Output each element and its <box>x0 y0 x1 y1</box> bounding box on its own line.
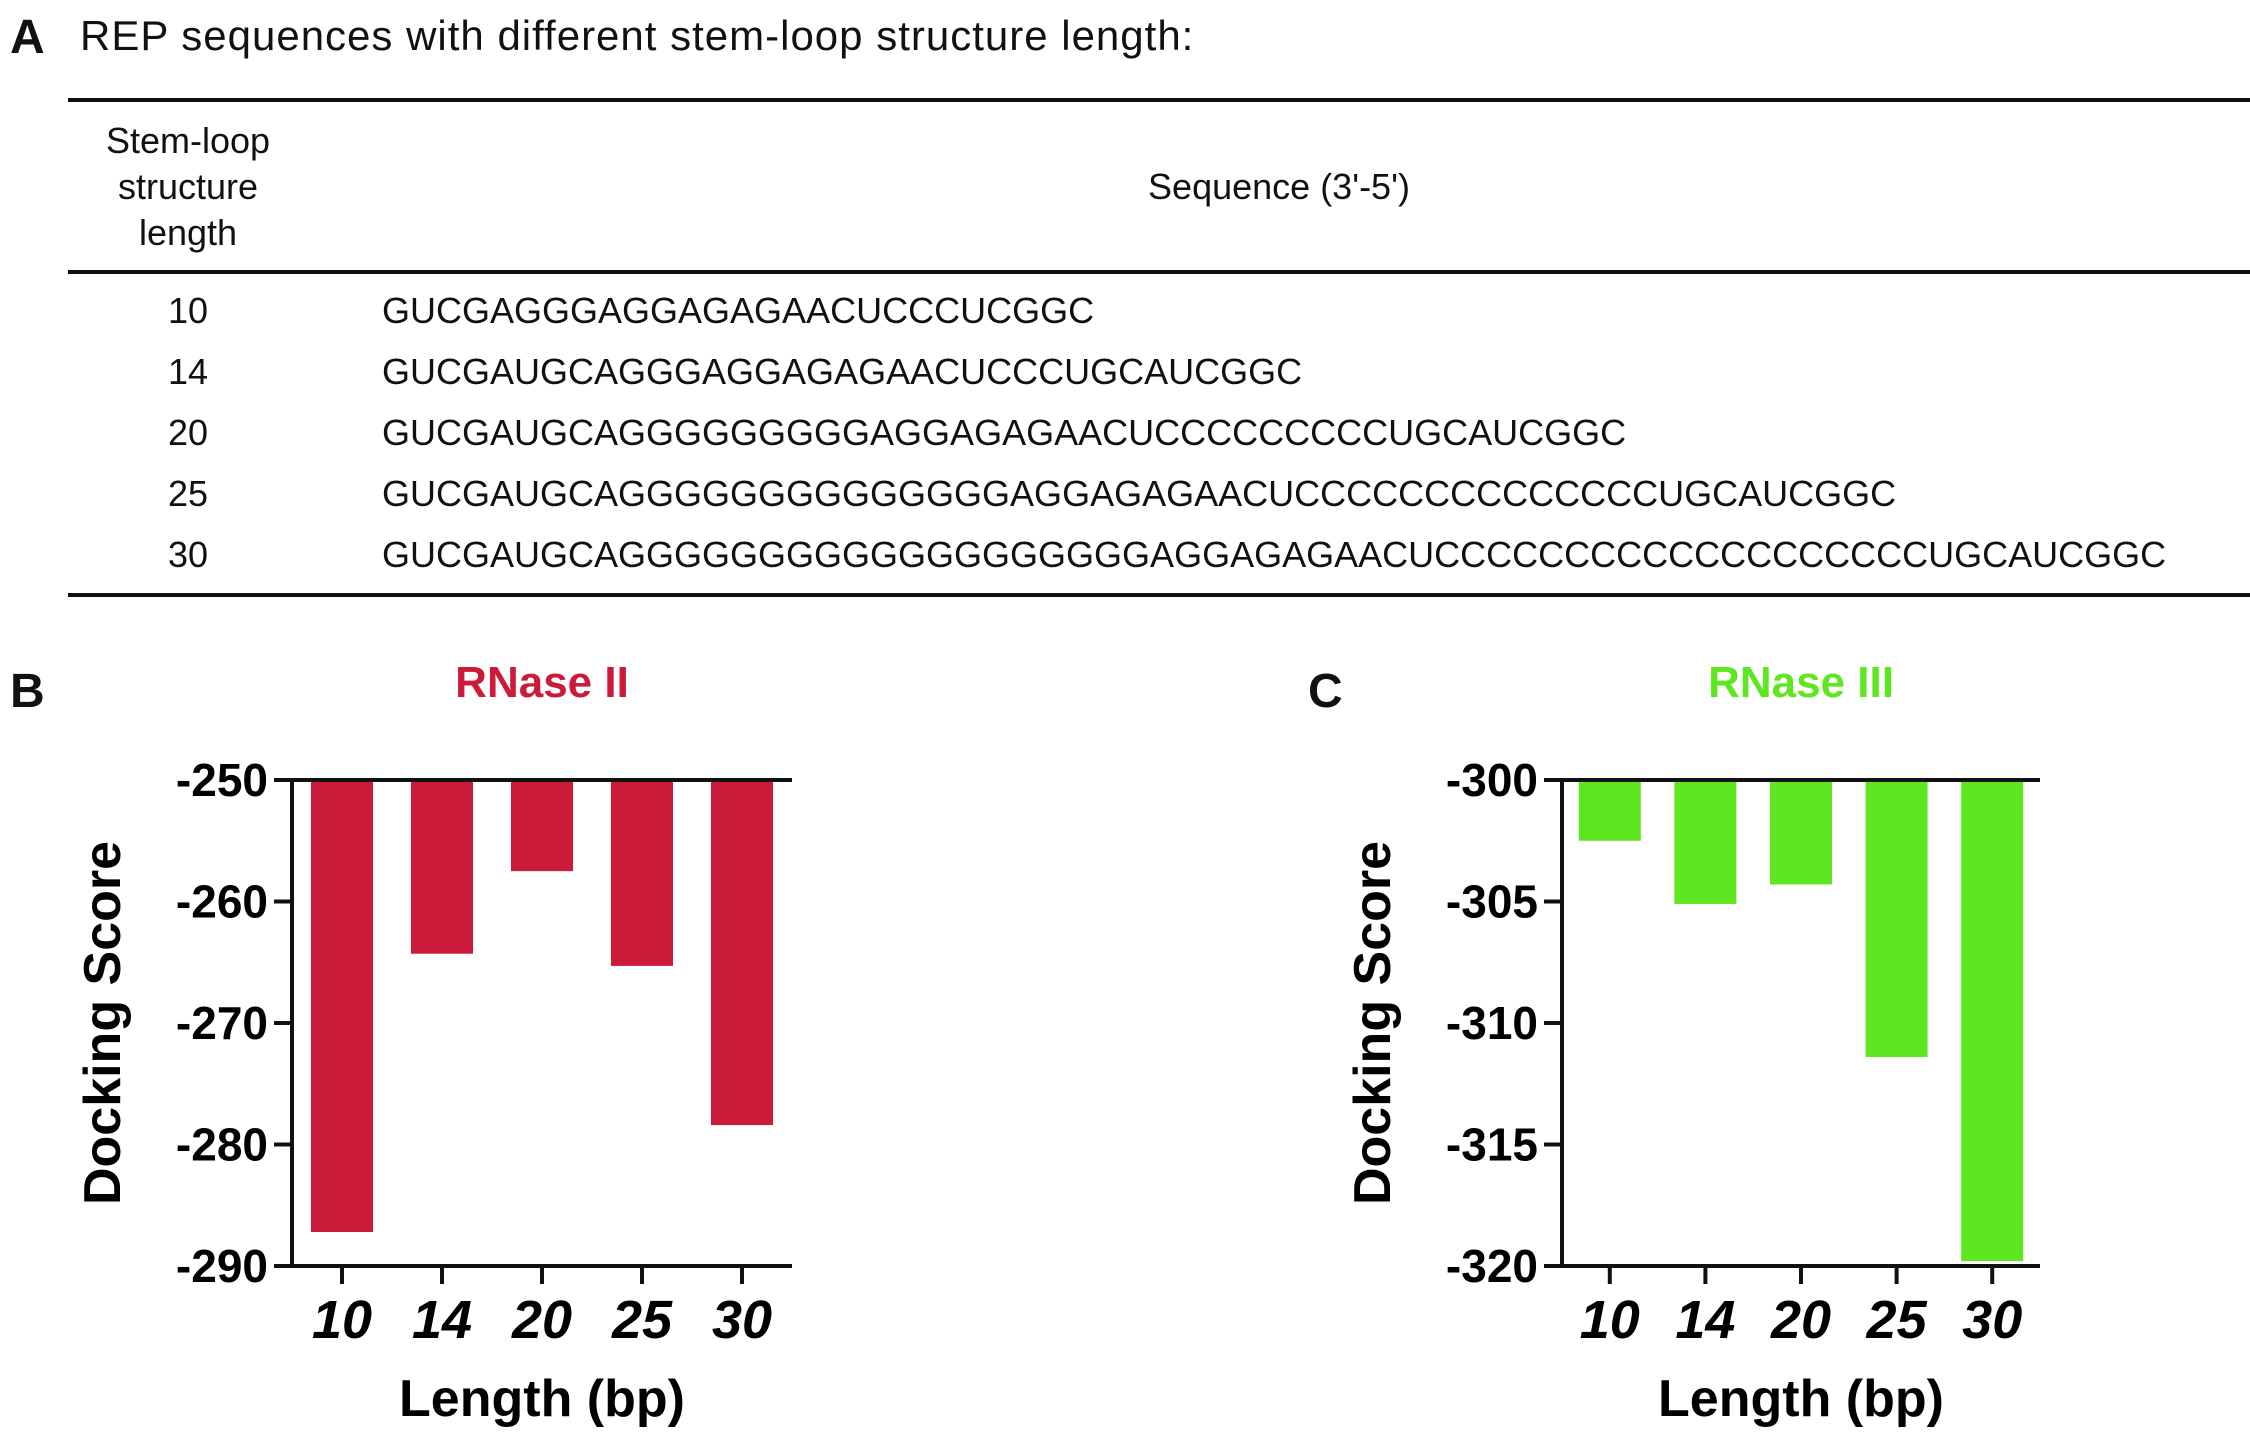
header-sequence: Sequence (3'-5') <box>308 98 2250 274</box>
chart-1-bar-20 <box>1770 780 1832 885</box>
chart-0-title: RNase II <box>455 658 629 707</box>
chart-0-y-tick-label: -250 <box>176 754 268 806</box>
chart-1-y-tick-label: -320 <box>1446 1240 1538 1292</box>
row-length: 10 <box>167 289 209 331</box>
chart-0-y-tick-label: -290 <box>176 1240 268 1292</box>
chart-1-x-tick-label: 20 <box>1770 1290 1831 1350</box>
chart-0-y-tick-label: -270 <box>176 997 268 1049</box>
panel-letter-b: B <box>10 665 45 718</box>
table-row: 14 GUCGAUGCAGGGAGGAGAGAACUCCCUGCAUCGGC <box>68 341 2250 402</box>
chart-0-bar-14 <box>411 780 473 954</box>
chart-1-y-tick-label: -310 <box>1446 997 1538 1049</box>
table-row: 20 GUCGAUGCAGGGGGGGGGAGGAGAGAACUCCCCCCCC… <box>68 402 2250 463</box>
chart-1-y-tick-label: -315 <box>1446 1119 1538 1171</box>
table-row: 30 GUCGAUGCAGGGGGGGGGGGGGGGGGGGAGGAGAGAA… <box>68 524 2250 597</box>
row-sequence: GUCGAUGCAGGGGGGGGGGGGGGAGGAGAGAACUCCCCCC… <box>382 472 1897 514</box>
chart-1-x-tick-label: 14 <box>1675 1290 1735 1350</box>
chart-1-bar-14 <box>1674 780 1737 904</box>
chart-0-x-tick-label: 14 <box>412 1290 472 1350</box>
chart-0-x-axis-label: Length (bp) <box>399 1370 685 1428</box>
chart-1-y-tick-label: -305 <box>1446 876 1538 928</box>
header-stem-loop-length-text: Stem-loop structure length <box>105 120 271 253</box>
panel-letter-a: A <box>10 11 45 64</box>
row-sequence: GUCGAUGCAGGGGGGGGGGGGGGGGGGGAGGAGAGAACUC… <box>308 524 2250 597</box>
chart-1-x-tick-label: 30 <box>1962 1290 2022 1350</box>
chart-0-bar-10 <box>311 780 373 1232</box>
chart-1-y-tick-label: -300 <box>1446 754 1538 806</box>
chart-0-x-tick-label: 30 <box>712 1290 772 1350</box>
chart-0-x-tick-label: 10 <box>312 1290 372 1350</box>
chart-0-y-tick-label: -280 <box>176 1119 268 1171</box>
row-sequence: GUCGAGGGAGGAGAGAACUCCCUCGGC <box>382 289 1095 331</box>
chart-0-bar-20 <box>511 780 573 872</box>
chart-1-y-axis-label: Docking Score <box>1344 841 1402 1205</box>
chart-0-x-tick-label: 25 <box>611 1290 673 1350</box>
row-length: 20 <box>167 411 209 453</box>
table-row: 25 GUCGAUGCAGGGGGGGGGGGGGGAGGAGAGAACUCCC… <box>68 463 2250 524</box>
table-row: 10 GUCGAGGGAGGAGAGAACUCCCUCGGC <box>68 272 2250 341</box>
rnase-ii-bar-chart: RNase II -250 -260 -270 -280 -290 10 14 20 25 30Le… <box>74 658 792 1428</box>
table-header-row: Stem-loop structure length Sequence (3'-… <box>68 98 2250 274</box>
chart-1-bar-25 <box>1865 780 1928 1058</box>
rnase-iii-bar-chart: RNase III -300 -305 -310 -315 -320 10 14 20 25 30L… <box>1344 658 2040 1428</box>
row-length: 25 <box>167 472 209 514</box>
chart-0-y-tick-label: -260 <box>176 876 268 928</box>
chart-0-y-axis-label: Docking Score <box>74 841 132 1205</box>
chart-1-bar-30 <box>1961 780 2024 1262</box>
panel-letter-c: C <box>1308 665 1343 718</box>
chart-0-x-tick-label: 20 <box>511 1290 572 1350</box>
chart-0-bar-25 <box>611 780 673 966</box>
panel-a-title: REP sequences with different stem-loop s… <box>80 12 1195 59</box>
sequence-table: Stem-loop structure length Sequence (3'-… <box>68 98 2250 597</box>
chart-1-title: RNase III <box>1708 658 1894 707</box>
row-sequence: GUCGAUGCAGGGGGGGGGAGGAGAGAACUCCCCCCCCCUG… <box>382 411 1627 453</box>
chart-1-x-tick-label: 10 <box>1580 1290 1640 1350</box>
header-stem-loop-length: Stem-loop structure length <box>68 98 308 274</box>
chart-1-x-tick-label: 25 <box>1866 1290 1928 1350</box>
chart-0-bar-30 <box>711 780 773 1126</box>
chart-1-x-axis-label: Length (bp) <box>1658 1370 1944 1428</box>
chart-1-bar-10 <box>1578 780 1641 841</box>
row-sequence: GUCGAUGCAGGGAGGAGAGAACUCCCUGCAUCGGC <box>382 350 1303 392</box>
row-length: 30 <box>68 524 308 597</box>
row-length: 14 <box>167 350 209 392</box>
